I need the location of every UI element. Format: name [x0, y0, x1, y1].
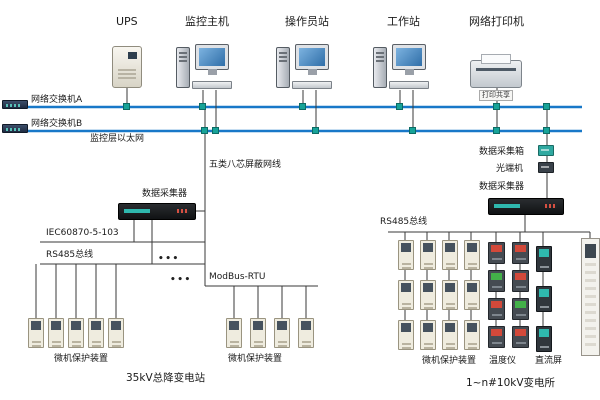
protection-device-icon	[108, 318, 124, 348]
protection-device-icon	[442, 240, 458, 270]
pc-monitor	[195, 44, 229, 75]
temperature-label: 温度仪	[489, 356, 517, 366]
collector-box-label: 数据采集箱	[479, 147, 525, 157]
protection-device-icon	[398, 240, 414, 270]
protection-device-icon	[250, 318, 266, 348]
protection-device-icon	[464, 320, 480, 350]
temperature-meter-icon	[488, 242, 505, 264]
protection-device-icon	[420, 240, 436, 270]
temperature-meter-icon	[512, 326, 529, 348]
network-tap	[493, 127, 500, 134]
network-tap	[543, 103, 550, 110]
print-share-badge: 打印共享	[479, 90, 513, 101]
pc-keyboard	[389, 81, 429, 89]
protection-device-icon	[464, 280, 480, 310]
modbus-label: ModBus-RTU	[209, 272, 266, 282]
pc-monitor	[392, 44, 426, 75]
switch-b-label: 网络交换机B	[31, 119, 83, 129]
protection-device-icon	[398, 280, 414, 310]
protection-device-icon	[274, 318, 290, 348]
protection-device-icon	[298, 318, 314, 348]
pc-monitor	[295, 44, 329, 75]
iec-protocol-label: IEC60870-5-103	[46, 228, 119, 238]
network-switch-b-icon	[2, 124, 28, 133]
protection-device-icon	[226, 318, 242, 348]
protection-device-icon	[420, 280, 436, 310]
optical-terminal-label: 光端机	[496, 164, 524, 174]
pc-tower	[276, 47, 290, 88]
protection-device-icon	[442, 320, 458, 350]
left-collector-label: 数据采集器	[142, 189, 188, 199]
dc-panel-label: 直流屏	[535, 356, 563, 366]
network-tap	[409, 127, 416, 134]
ups-label: UPS	[116, 15, 138, 28]
network-printer-icon	[470, 54, 522, 88]
operator-station-icon	[276, 44, 334, 92]
group1-label: 微机保护装置	[54, 354, 109, 364]
switch-a-label: 网络交换机A	[31, 95, 83, 105]
collector-box-icon	[538, 145, 554, 156]
optical-terminal-icon	[538, 162, 554, 173]
rs485-bus-right-label: RS485总线	[380, 217, 428, 227]
left-data-collector-rack-icon	[118, 203, 196, 220]
protection-device-icon	[420, 320, 436, 350]
protection-device-icon	[88, 318, 104, 348]
protection-device-icon	[398, 320, 414, 350]
right-protect-label: 微机保护装置	[422, 356, 477, 366]
temperature-meter-icon	[512, 242, 529, 264]
right-data-collector-rack-icon	[488, 198, 564, 215]
network-tap	[212, 127, 219, 134]
protection-device-icon	[48, 318, 64, 348]
network-tap	[201, 127, 208, 134]
network-tap	[123, 103, 130, 110]
protection-device-icon	[442, 280, 458, 310]
ellipsis: •••	[170, 275, 192, 285]
network-switch-a-icon	[2, 100, 28, 109]
temperature-meter-icon	[512, 270, 529, 292]
network-tap	[543, 127, 550, 134]
dc-panel-icon	[581, 238, 600, 356]
network-tap	[299, 103, 306, 110]
protection-device-icon	[464, 240, 480, 270]
network-tap	[396, 103, 403, 110]
pc-tower	[373, 47, 387, 88]
group2-label: 微机保护装置	[228, 354, 283, 364]
pc-keyboard	[292, 81, 332, 89]
network-tap	[312, 127, 319, 134]
temperature-meter-icon	[488, 326, 505, 348]
monitoring-host-icon	[176, 44, 234, 92]
right-station-name: 1~n#10kV变电所	[466, 377, 556, 389]
shielded-cable-label: 五类八芯屏蔽网线	[209, 160, 282, 170]
io-module-icon	[536, 246, 552, 272]
io-module-icon	[536, 286, 552, 312]
pc-keyboard	[192, 81, 232, 89]
pc-tower	[176, 47, 190, 88]
operator-station-label: 操作员站	[285, 15, 329, 28]
protection-device-icon	[28, 318, 44, 348]
temperature-meter-icon	[488, 298, 505, 320]
temperature-meter-icon	[488, 270, 505, 292]
workstation-label: 工作站	[387, 15, 420, 28]
protection-device-icon	[68, 318, 84, 348]
network-tap	[199, 103, 206, 110]
ups-icon	[112, 46, 142, 88]
io-module-icon	[536, 326, 552, 352]
network-tap	[493, 103, 500, 110]
temperature-meter-icon	[512, 298, 529, 320]
left-station-name: 35kV总降变电站	[126, 372, 206, 384]
ethernet-layer-label: 监控层以太网	[90, 134, 145, 144]
ellipsis: •••	[158, 254, 180, 264]
rs485-bus-left-label: RS485总线	[46, 250, 94, 260]
workstation-icon	[373, 44, 431, 92]
monitoring-host-label: 监控主机	[185, 15, 229, 28]
network-printer-label: 网络打印机	[469, 15, 524, 28]
right-collector-label: 数据采集器	[479, 182, 525, 192]
